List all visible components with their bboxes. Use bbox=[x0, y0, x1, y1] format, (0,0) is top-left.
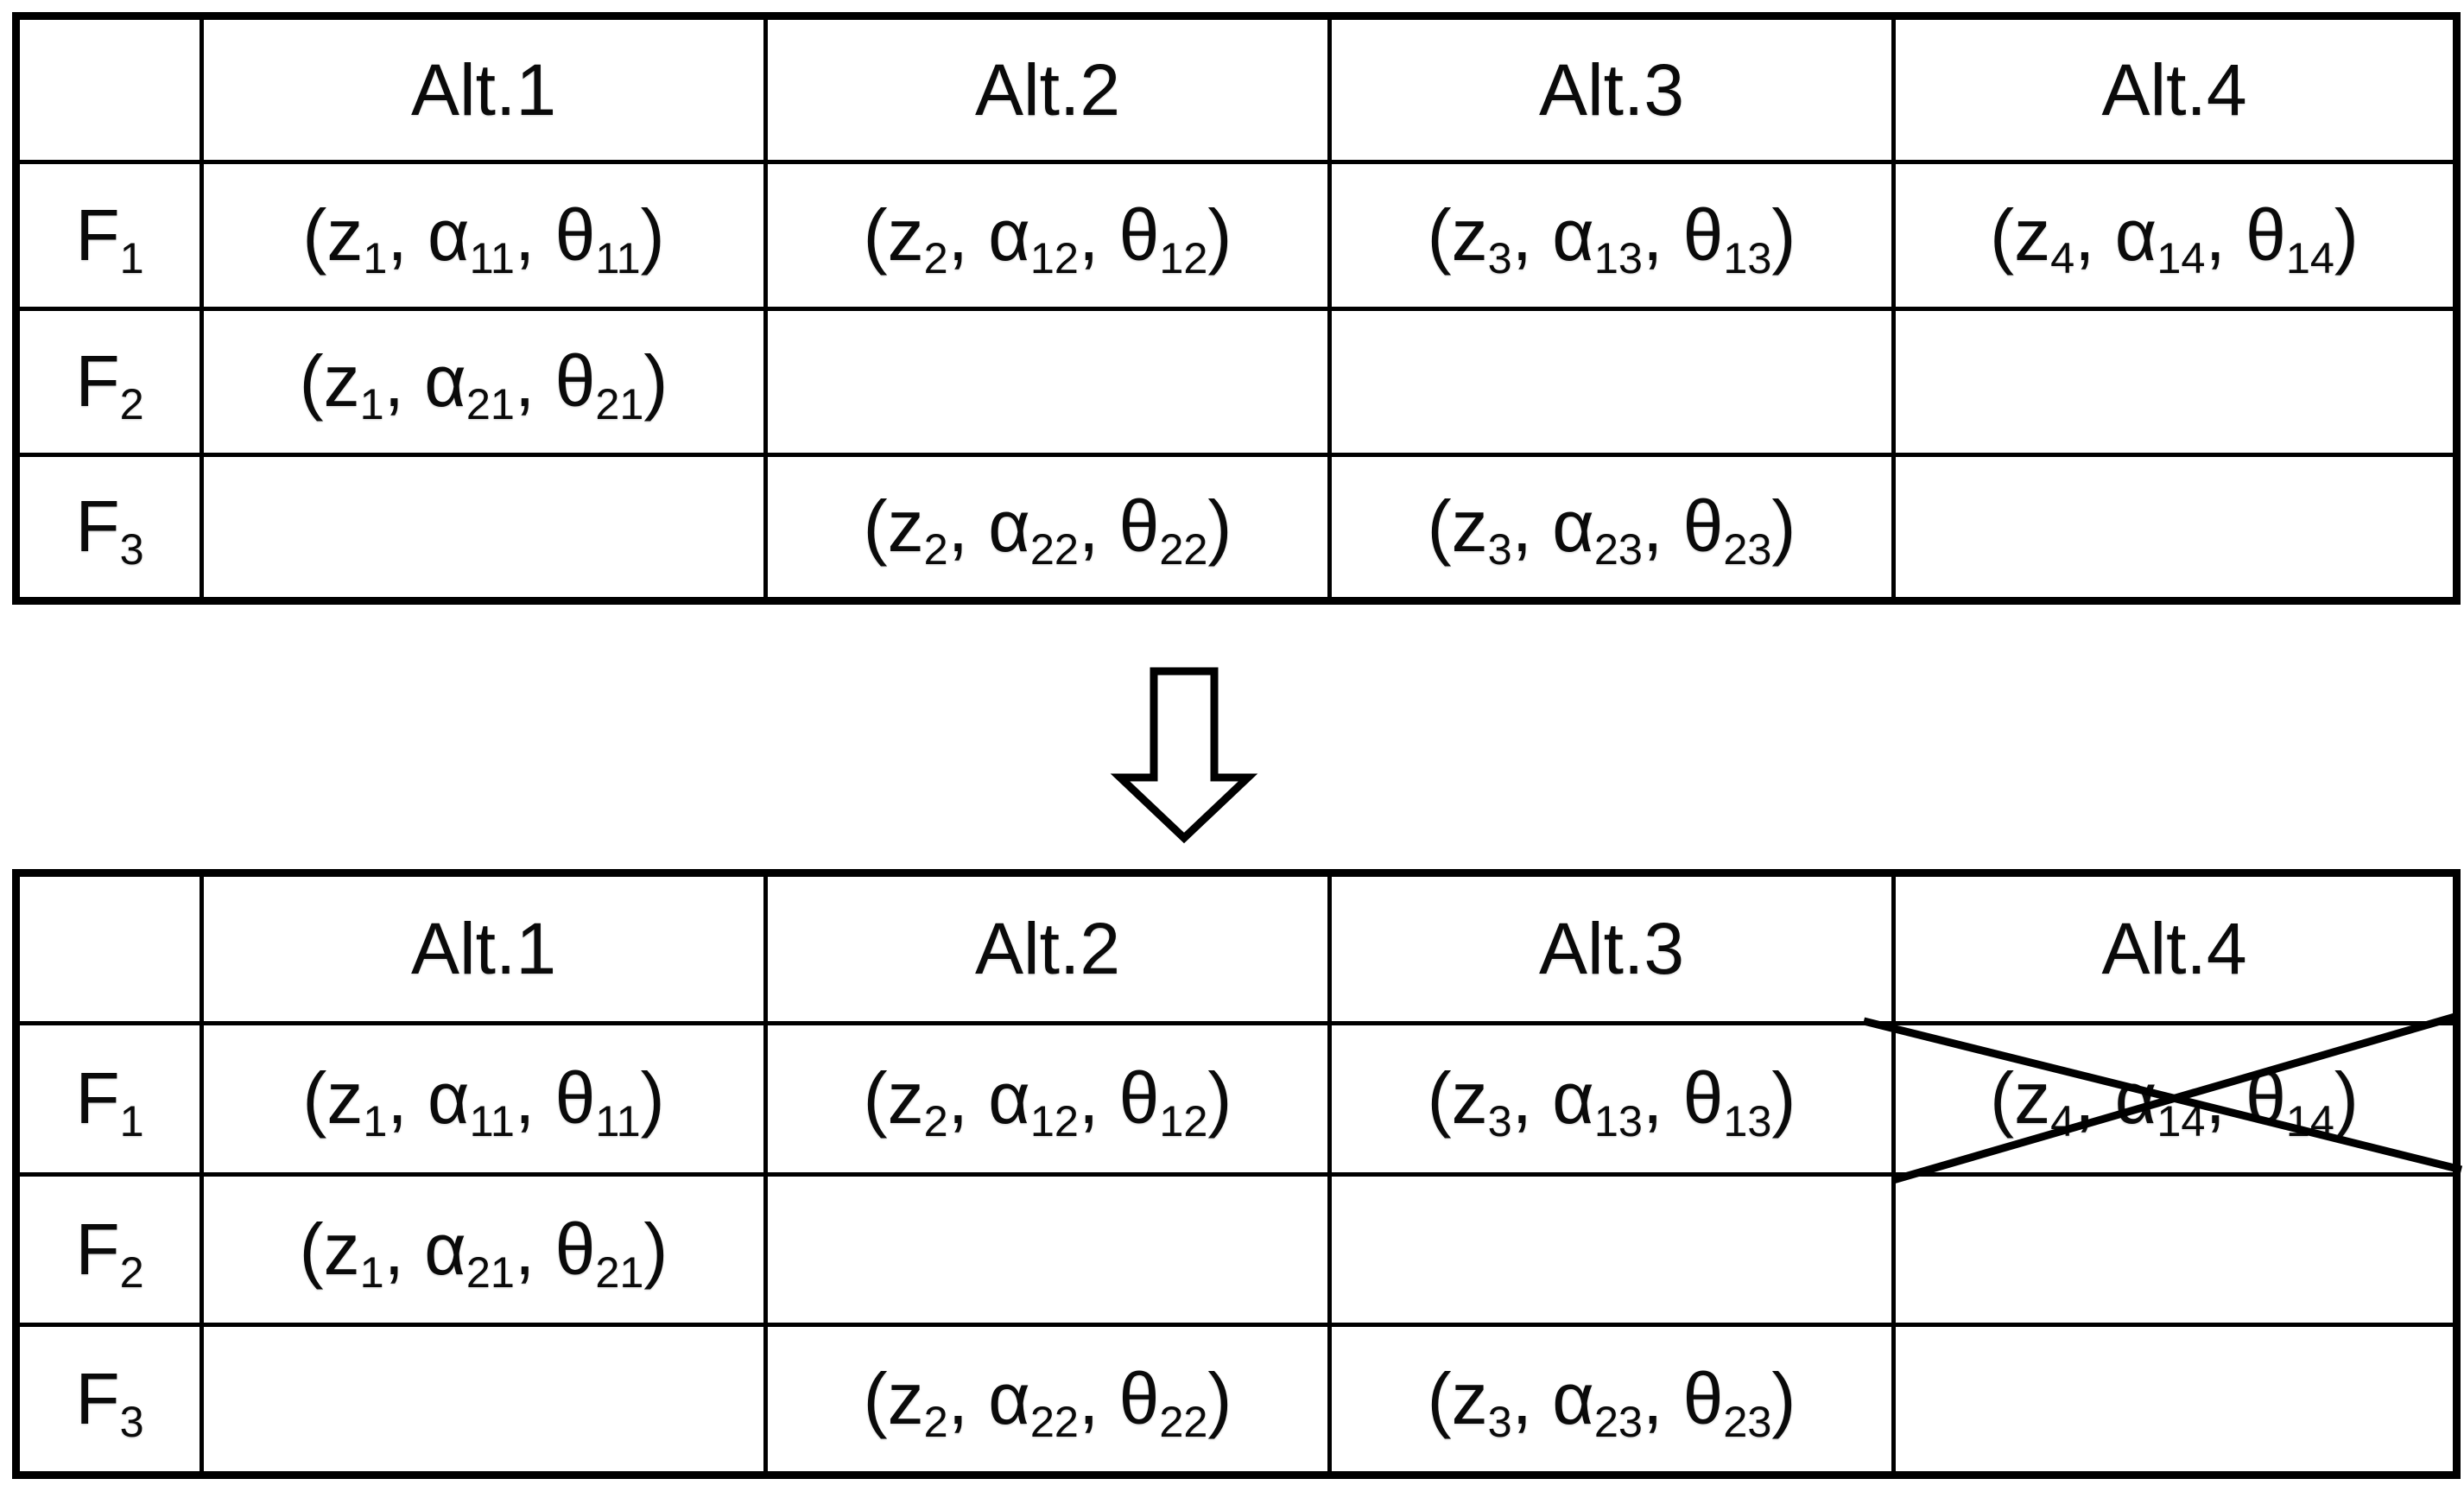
table-after-header-row: Alt.1 Alt.2 Alt.3 Alt.4 bbox=[14, 870, 2459, 1026]
cell-f3-alt1 bbox=[200, 452, 768, 604]
cell-f3-alt3: (z3, α23, θ23) bbox=[1327, 452, 1896, 604]
row-label-f1: F1 bbox=[14, 1021, 204, 1177]
row-label-f2: F2 bbox=[14, 1171, 204, 1327]
table-before-header-row: Alt.1 Alt.2 Alt.3 Alt.4 bbox=[14, 13, 2459, 165]
block-down-arrow-icon bbox=[1108, 667, 1260, 845]
cell-f3-alt4 bbox=[1891, 1322, 2459, 1478]
cell-f1-alt1: (z1, α11, θ11) bbox=[200, 1021, 768, 1177]
cell-f2-alt2 bbox=[763, 1171, 1332, 1327]
cell-f2-alt4 bbox=[1891, 306, 2459, 457]
row-label-f1: F1 bbox=[14, 160, 204, 311]
corner-cell bbox=[14, 13, 204, 165]
table-row: F2 (z1, α21, θ21) bbox=[14, 306, 2459, 457]
cell-f2-alt3 bbox=[1327, 1171, 1896, 1327]
row-label-f2: F2 bbox=[14, 306, 204, 457]
table-row: F1 (z1, α11, θ11) (z2, α12, θ12) (z3, α1… bbox=[14, 1021, 2459, 1177]
cell-f1-alt2: (z2, α12, θ12) bbox=[763, 160, 1332, 311]
table-row: F3 (z2, α22, θ22) (z3, α23, θ23) bbox=[14, 452, 2459, 604]
col-header-alt3: Alt.3 bbox=[1327, 13, 1896, 165]
cell-f1-alt4-crossed: (z4, α14, θ14) bbox=[1891, 1021, 2459, 1177]
cell-f1-alt3: (z3, α13, θ13) bbox=[1327, 160, 1896, 311]
col-header-alt1: Alt.1 bbox=[200, 870, 768, 1026]
col-header-alt1: Alt.1 bbox=[200, 13, 768, 165]
cell-f1-alt2: (z2, α12, θ12) bbox=[763, 1021, 1332, 1177]
col-header-alt4: Alt.4 bbox=[1891, 13, 2459, 165]
col-header-alt2: Alt.2 bbox=[763, 870, 1332, 1026]
table-row: F3 (z2, α22, θ22) (z3, α23, θ23) bbox=[14, 1322, 2459, 1478]
cell-f3-alt2: (z2, α22, θ22) bbox=[763, 452, 1332, 604]
cell-f1-alt1: (z1, α11, θ11) bbox=[200, 160, 768, 311]
cell-f2-alt2 bbox=[763, 306, 1332, 457]
cell-f2-alt1: (z1, α21, θ21) bbox=[200, 306, 768, 457]
cell-f2-alt4 bbox=[1891, 1171, 2459, 1327]
cell-f3-alt2: (z2, α22, θ22) bbox=[763, 1322, 1332, 1478]
row-label-f3: F3 bbox=[14, 452, 204, 604]
cell-f2-alt3 bbox=[1327, 306, 1896, 457]
row-label-f3: F3 bbox=[14, 1322, 204, 1478]
table-before: Alt.1 Alt.2 Alt.3 Alt.4 F1 (z1, α11, θ11… bbox=[12, 12, 2461, 605]
corner-cell bbox=[14, 870, 204, 1026]
table-row: F2 (z1, α21, θ21) bbox=[14, 1171, 2459, 1327]
table-row: F1 (z1, α11, θ11) (z2, α12, θ12) (z3, α1… bbox=[14, 160, 2459, 311]
col-header-alt2: Alt.2 bbox=[763, 13, 1332, 165]
cell-f1-alt3: (z3, α13, θ13) bbox=[1327, 1021, 1896, 1177]
col-header-alt4: Alt.4 bbox=[1891, 870, 2459, 1026]
col-header-alt3: Alt.3 bbox=[1327, 870, 1896, 1026]
cell-f2-alt1: (z1, α21, θ21) bbox=[200, 1171, 768, 1327]
cell-f3-alt3: (z3, α23, θ23) bbox=[1327, 1322, 1896, 1478]
cell-f1-alt4: (z4, α14, θ14) bbox=[1891, 160, 2459, 311]
cell-f3-alt1 bbox=[200, 1322, 768, 1478]
table-after: Alt.1 Alt.2 Alt.3 Alt.4 F1 (z1, α11, θ11… bbox=[12, 869, 2461, 1479]
cell-f3-alt4 bbox=[1891, 452, 2459, 604]
